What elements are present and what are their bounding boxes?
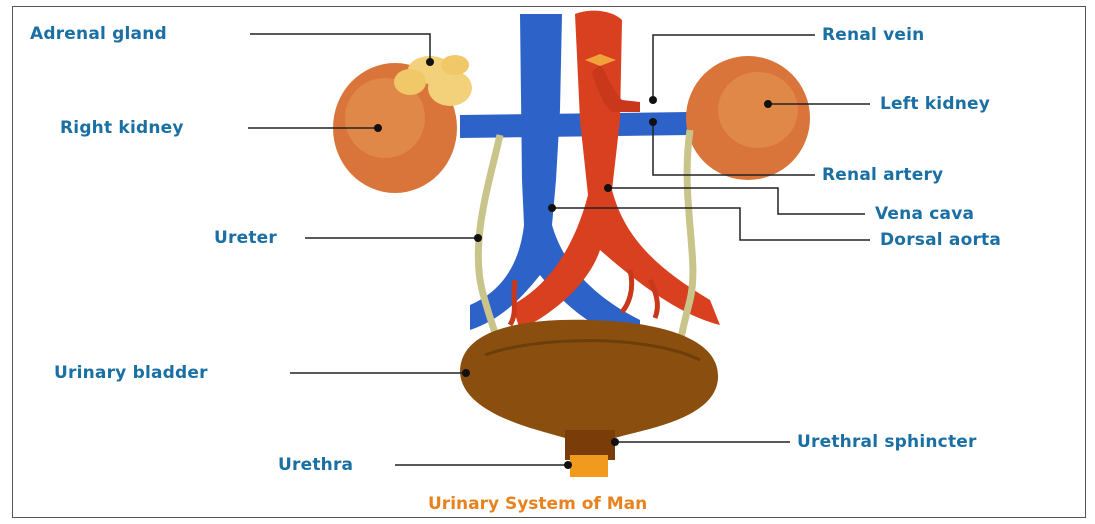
- urethra: [570, 455, 608, 477]
- label-adrenal-gland: Adrenal gland: [30, 24, 167, 44]
- urinary-bladder: [460, 320, 718, 438]
- label-urethral-sphincter: Urethral sphincter: [797, 432, 977, 452]
- label-vena-cava: Vena cava: [875, 204, 974, 224]
- diagram-caption: Urinary System of Man: [428, 494, 647, 514]
- label-renal-artery: Renal artery: [822, 165, 943, 185]
- label-left-kidney: Left kidney: [880, 94, 990, 114]
- label-urinary-bladder: Urinary bladder: [54, 363, 208, 383]
- label-dorsal-aorta: Dorsal aorta: [880, 230, 1001, 250]
- label-renal-vein: Renal vein: [822, 25, 924, 45]
- label-right-kidney: Right kidney: [60, 118, 184, 138]
- label-ureter: Ureter: [214, 228, 277, 248]
- label-urethra: Urethra: [278, 455, 353, 475]
